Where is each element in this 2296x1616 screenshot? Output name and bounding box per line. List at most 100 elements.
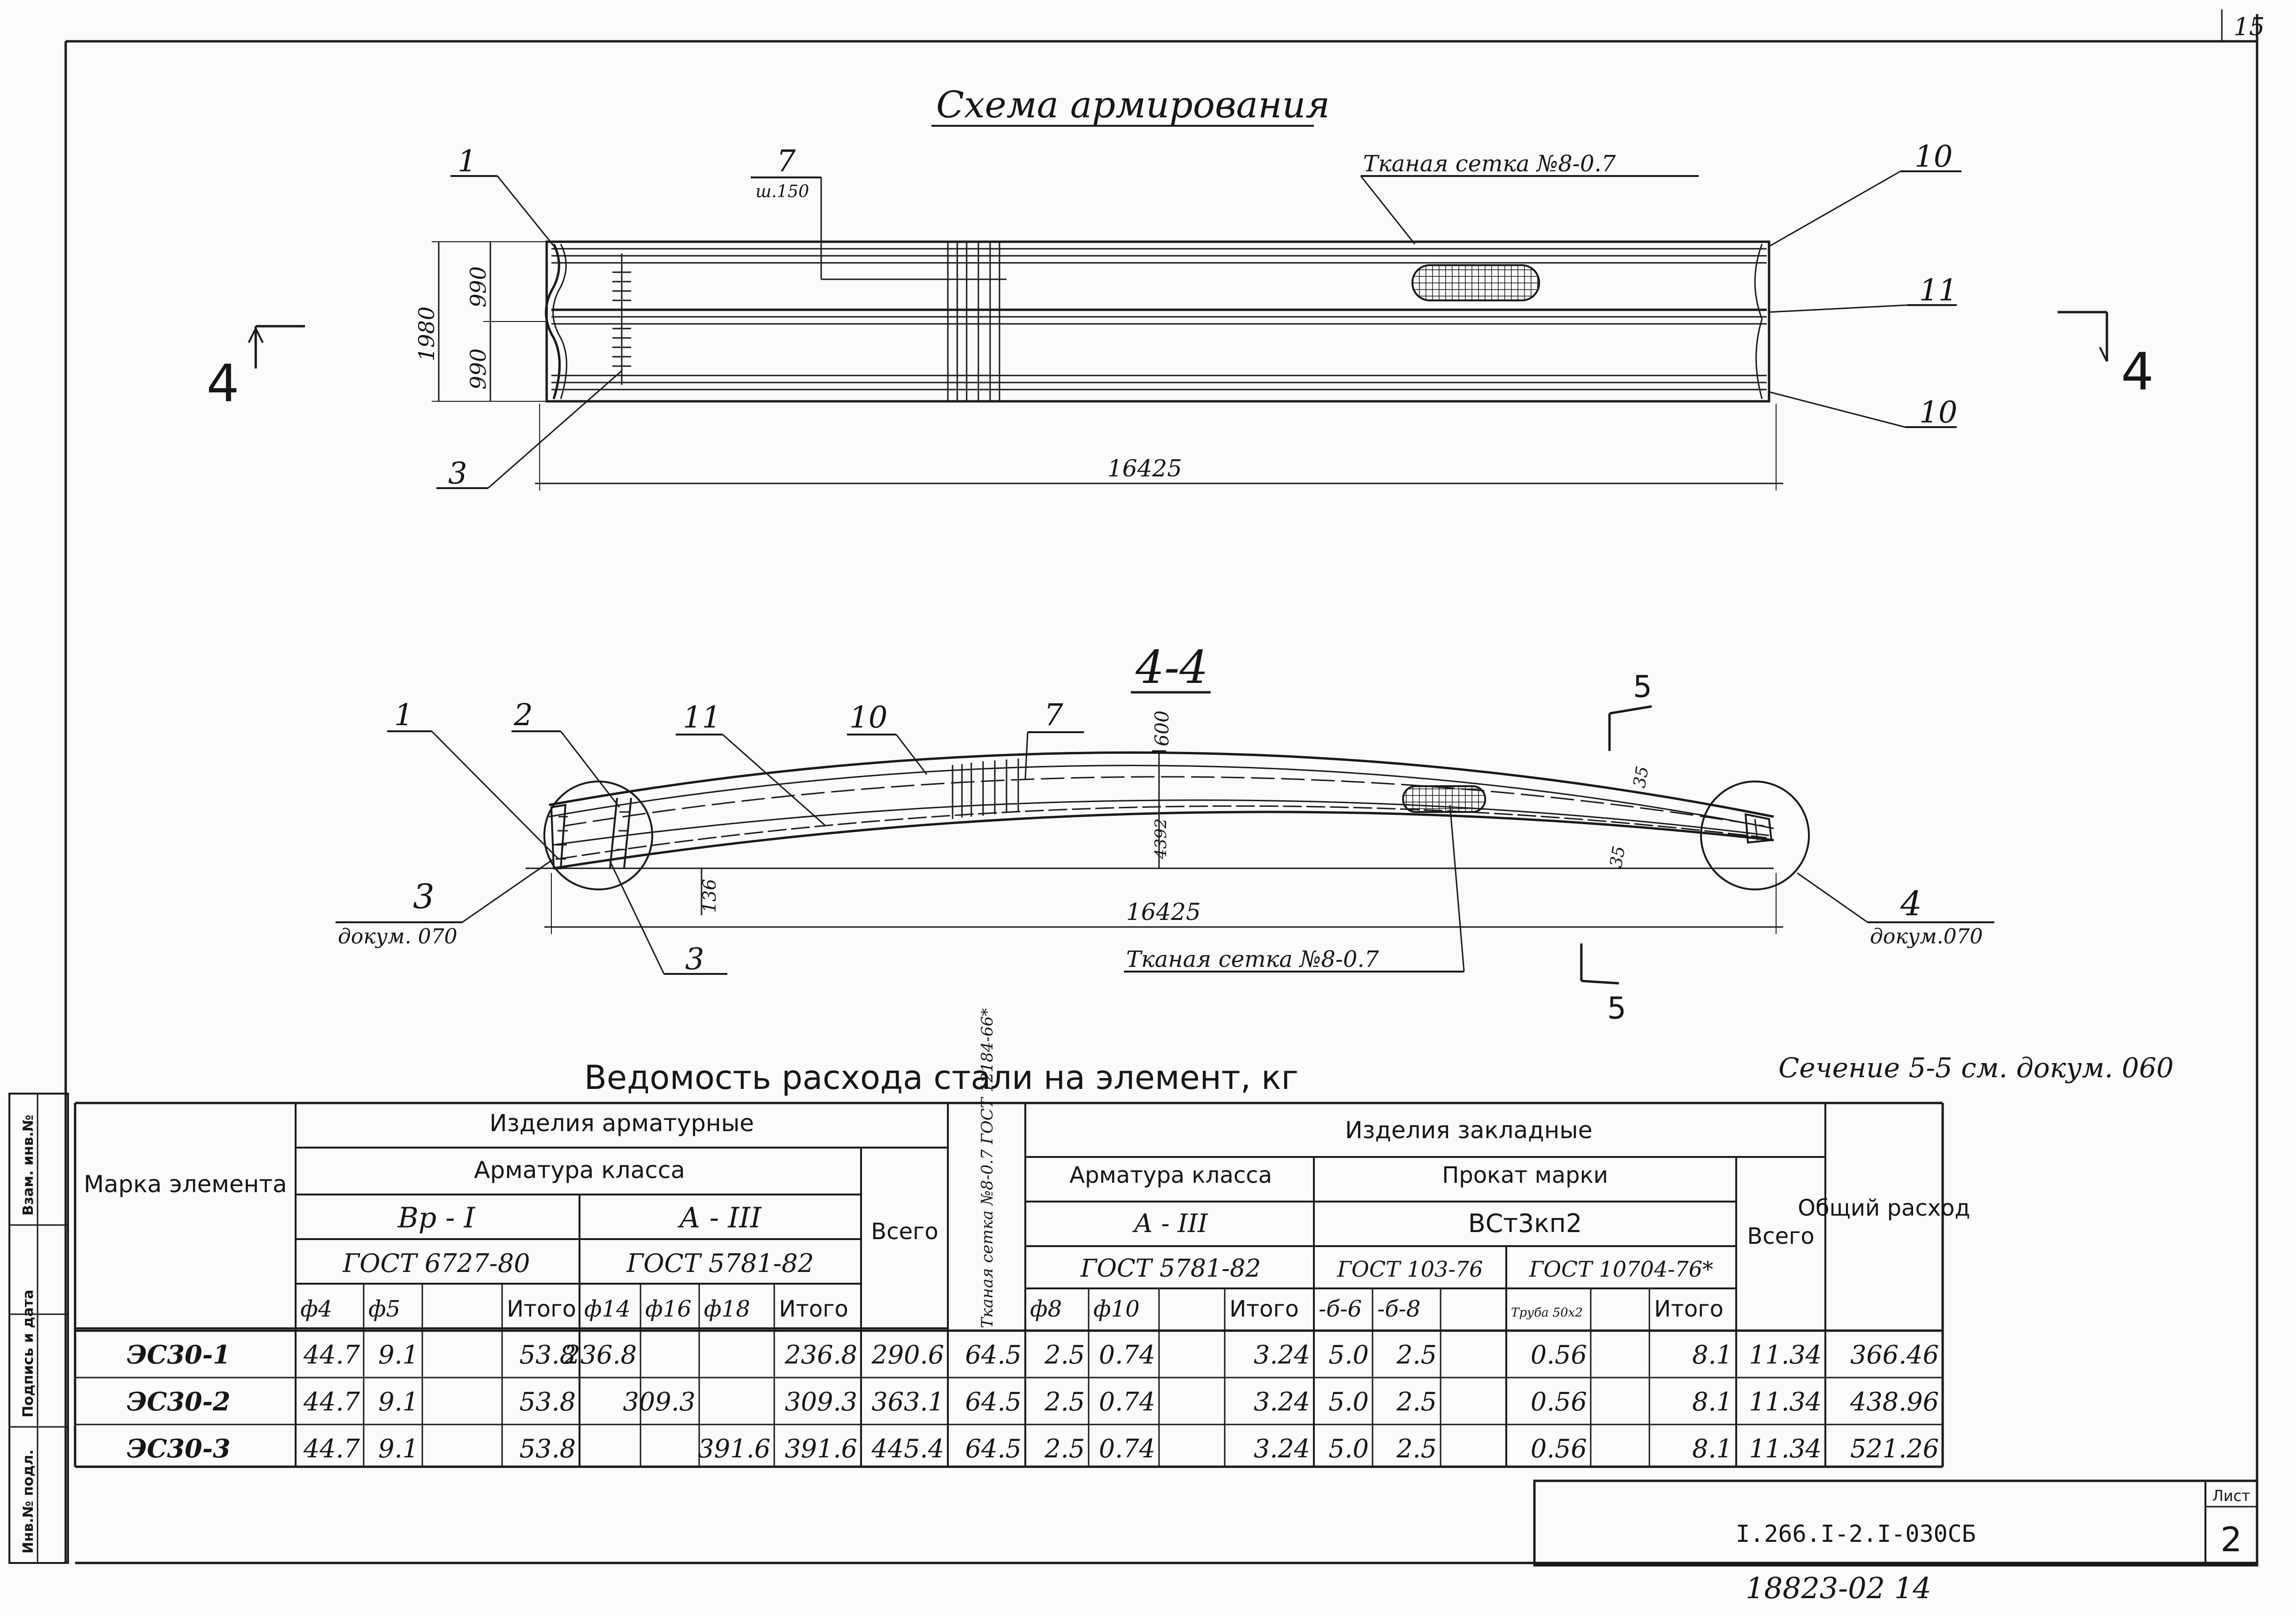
- table-cell: 290.6: [871, 1340, 944, 1370]
- table-cell: 0.56: [1531, 1387, 1587, 1417]
- plan-view: Схема армирования: [206, 84, 2154, 491]
- plan-callout-11: 11: [1919, 273, 1957, 308]
- section-dim-35-top: 35: [1630, 765, 1652, 789]
- sub-header-cell: ф14: [584, 1296, 631, 1322]
- table-cell: 0.74: [1099, 1434, 1155, 1463]
- table-cell: 9.1: [378, 1340, 419, 1370]
- table-cell: 53.8: [519, 1434, 576, 1463]
- table-cell: 2.5: [1396, 1434, 1437, 1463]
- table-cell: 53.8: [519, 1340, 576, 1370]
- sub-header-cell: ф4: [300, 1296, 332, 1322]
- section-title: 4-4: [1135, 641, 1208, 694]
- section-callout-7: 7: [1044, 698, 1063, 733]
- sheet-label: Лист: [2212, 1487, 2250, 1505]
- table-cell: 5.0: [1328, 1434, 1369, 1463]
- table-cell: 0.56: [1531, 1340, 1587, 1370]
- table-cell: 44.7: [303, 1340, 360, 1370]
- table-cell: 3.24: [1254, 1387, 1310, 1417]
- stamp-inv-orig: Инв.№ подл.: [20, 1449, 37, 1554]
- h-emb-gost: ГОСТ 5781-82: [1080, 1255, 1261, 1283]
- table-cell: 2.5: [1044, 1387, 1085, 1417]
- section-5-5-note: Сечение 5-5 см. докум. 060: [1778, 1052, 2174, 1084]
- sub-header-cell: ф8: [1030, 1296, 1062, 1322]
- h-class-bp: Вр - I: [397, 1202, 476, 1234]
- table-cell: 11.34: [1749, 1340, 1822, 1370]
- sub-header-cell: Итого: [779, 1296, 848, 1322]
- node-right-doc: докум.070: [1870, 925, 1983, 949]
- table-cell: 2.5: [1396, 1387, 1437, 1417]
- table-cell: 0.74: [1099, 1340, 1155, 1370]
- steel-table: Ведомость расхода стали на элемент, кг: [74, 1008, 1970, 1468]
- sub-header-cell: ф10: [1093, 1296, 1140, 1322]
- sub-header-cell: ф16: [645, 1296, 692, 1322]
- section-dim-rise: 600: [1152, 711, 1173, 746]
- row-mark: ЭС30-3: [127, 1433, 230, 1463]
- doc-code: I.266.I-2.I-030СБ: [1736, 1520, 1976, 1547]
- plan-dim-width: 1980: [414, 306, 439, 361]
- section-callout-11: 11: [683, 700, 721, 735]
- cut-mark-top: 5: [1633, 670, 1652, 705]
- h-mark: Марка элемента: [84, 1171, 287, 1198]
- table-cell: 3.24: [1254, 1434, 1310, 1463]
- table-cell: 5.0: [1328, 1387, 1369, 1417]
- section-view: 4-4 6: [336, 641, 1994, 1026]
- h-gost-bp: ГОСТ 6727-80: [343, 1248, 530, 1278]
- table-cell: 8.1: [1692, 1340, 1732, 1370]
- plan-dim-length: 16425: [1107, 455, 1182, 482]
- table-cell: 5.0: [1328, 1340, 1369, 1370]
- table-cell: 2.5: [1044, 1340, 1085, 1370]
- row-mark: ЭС30-1: [127, 1340, 230, 1370]
- sheet-value: 2: [2220, 1520, 2242, 1559]
- plan-dim-half-bot: 990: [465, 348, 491, 390]
- table-cell: 0.56: [1531, 1434, 1587, 1463]
- table-cell: 64.5: [965, 1434, 1022, 1463]
- table-cell: 2.5: [1044, 1434, 1085, 1463]
- h-mesh-gost: Тканая сетка №8-0.7 ГОСТ 12184-66*: [978, 1008, 997, 1328]
- table-cell: 309.3: [623, 1387, 695, 1417]
- section-dim-length: 16425: [1126, 898, 1201, 926]
- plan-callout-3: 3: [448, 456, 467, 491]
- node-left-doc: докум. 070: [338, 925, 458, 949]
- table-cell: 236.8: [564, 1340, 637, 1370]
- section-mesh-label: Тканая сетка №8-0.7: [1126, 946, 1379, 973]
- section-dim-35-bot: 35: [1606, 844, 1629, 869]
- table-cell: 9.1: [378, 1434, 419, 1463]
- sheet-frame: [64, 9, 2258, 1565]
- sub-header-cell: Итого: [1229, 1296, 1299, 1322]
- node-left-number: 3: [413, 877, 435, 916]
- side-stamp: Инв.№ подл. Подпись и дата Взам. инв.№: [8, 1093, 69, 1564]
- table-cell: 3.24: [1254, 1340, 1310, 1370]
- sub-header-cell: Итого: [507, 1296, 576, 1322]
- sub-header-cell: Труба 50х2: [1511, 1306, 1583, 1320]
- title-block: I.266.I-2.I-030СБ Лист 2: [1533, 1479, 2258, 1567]
- stamp-sign-date: Подпись и дата: [20, 1290, 37, 1417]
- plan-callout-10-top: 10: [1915, 139, 1953, 174]
- section-dim-inner: 4392: [1152, 818, 1170, 859]
- section-mark-right: 4: [2121, 342, 2154, 402]
- table-cell: 11.34: [1749, 1387, 1822, 1417]
- table-cell: 445.4: [871, 1434, 944, 1463]
- h-total-reinf: Всего: [871, 1218, 938, 1245]
- section-callout-10: 10: [849, 700, 887, 735]
- table-cell: 0.74: [1099, 1387, 1155, 1417]
- h-gost-103: ГОСТ 103-76: [1337, 1256, 1483, 1282]
- h-reinf-products: Изделия арматурные: [489, 1110, 754, 1137]
- table-cell: 64.5: [965, 1340, 1022, 1370]
- table-cell: 64.5: [965, 1387, 1022, 1417]
- sub-header-cell: ф5: [368, 1296, 400, 1322]
- table-title: Ведомость расхода стали на элемент, кг: [584, 1058, 1298, 1097]
- plan-mesh-label: Тканая сетка №8-0.7: [1363, 151, 1616, 177]
- sub-header-cell: Итого: [1654, 1296, 1724, 1322]
- h-rolled-grade: Прокат марки: [1442, 1162, 1608, 1188]
- section-callout-2: 2: [513, 698, 533, 733]
- plan-dim-half-top: 990: [465, 266, 491, 307]
- table-cell: 53.8: [519, 1387, 576, 1417]
- table-cell: 391.6: [785, 1434, 857, 1463]
- table-cell: 2.5: [1396, 1340, 1437, 1370]
- h-steel-grade: ВСт3кп2: [1468, 1209, 1582, 1238]
- table-cell: 366.46: [1850, 1340, 1939, 1370]
